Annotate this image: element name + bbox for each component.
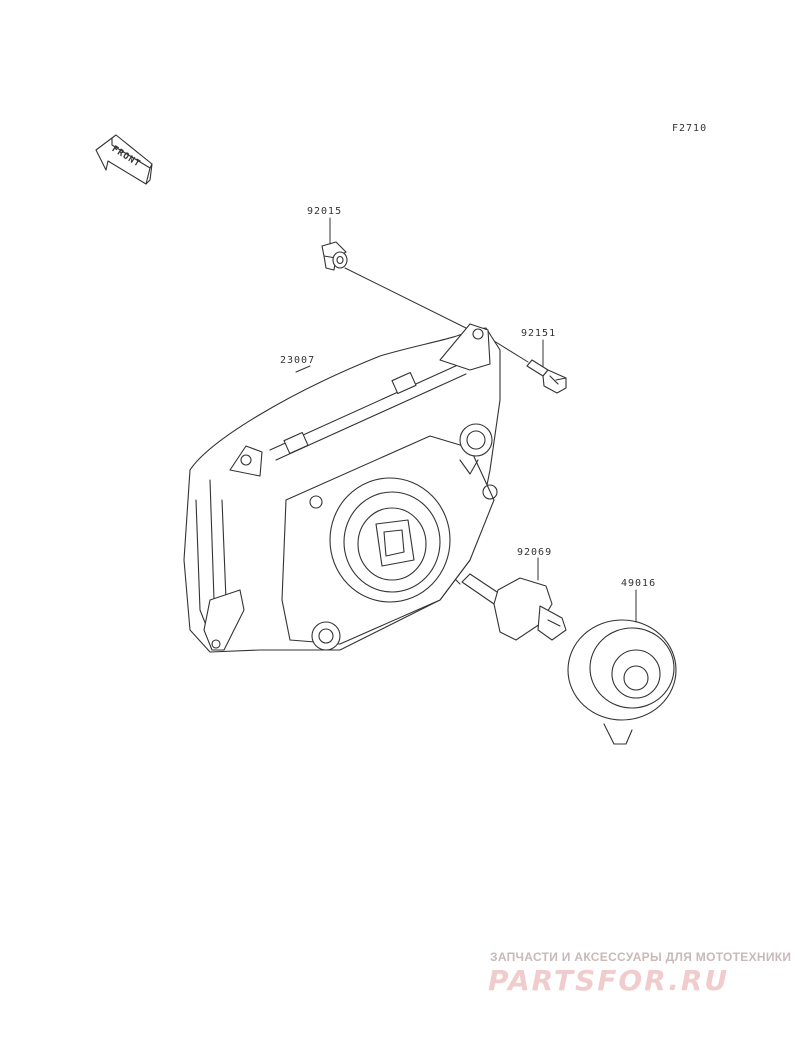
bulb-92069 [455, 573, 567, 641]
part-label-92151: 92151 [521, 328, 557, 339]
headlight-housing-23007 [183, 323, 501, 653]
part-label-23007: 23007 [280, 355, 316, 366]
part-label-49016: 49016 [621, 578, 657, 589]
watermark-logo: PARTSFOR.RU [488, 964, 730, 997]
front-arrow-icon [95, 134, 153, 185]
bolt-92151 [526, 359, 567, 394]
part-label-92015: 92015 [307, 206, 343, 217]
dust-cover-49016 [567, 619, 677, 745]
part-label-92069: 92069 [517, 547, 553, 558]
watermark-tagline: ЗАПЧАСТИ И АКСЕССУАРЫ ДЛЯ МОТОТЕХНИКИ [490, 950, 792, 964]
figure-code: F2710 [672, 123, 708, 134]
clip-nut-92015 [321, 241, 348, 271]
